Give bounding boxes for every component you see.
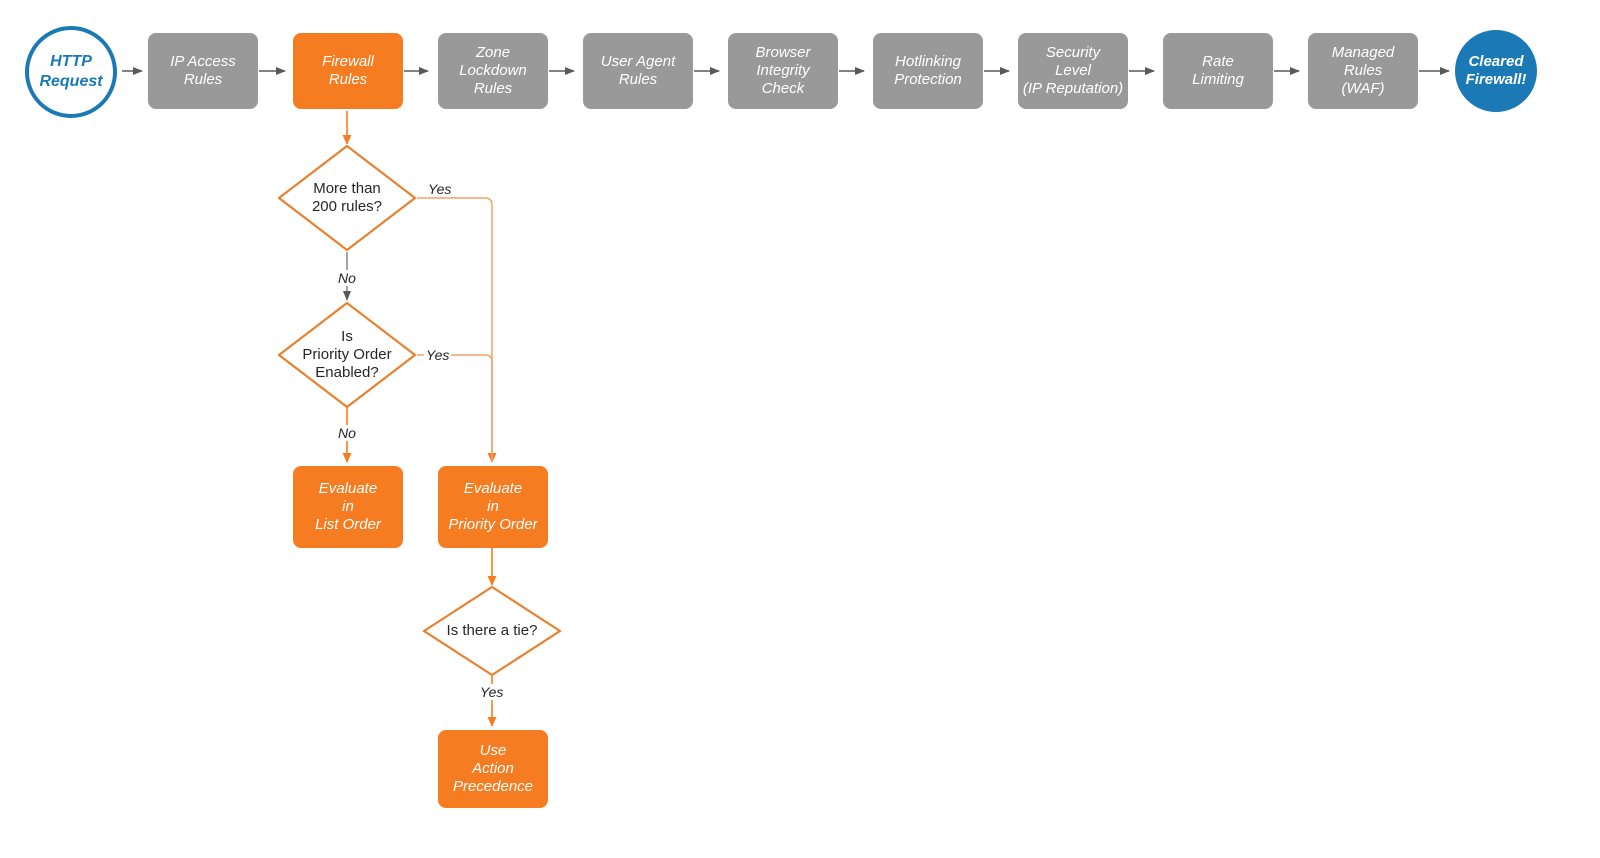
edge-label-no-1: No xyxy=(336,270,358,286)
stage-rate-limiting[interactable]: Rate Limiting xyxy=(1163,33,1273,109)
diamond-outline xyxy=(277,144,417,252)
start-node-http-request[interactable]: HTTP Request xyxy=(25,26,117,118)
edge-label-yes-1: Yes xyxy=(426,181,454,197)
diamond-outline xyxy=(422,585,562,677)
decision-label: Is there a tie? xyxy=(446,621,538,639)
diamond-outline xyxy=(277,301,417,409)
stage-label: User Agent Rules xyxy=(600,52,676,88)
decision-is-there-a-tie[interactable]: Is there a tie? xyxy=(422,585,562,677)
decision-more-than-200-rules[interactable]: More than 200 rules? xyxy=(277,144,417,252)
stage-ip-access-rules[interactable]: IP Access Rules xyxy=(148,33,258,109)
edge-label-yes-2: Yes xyxy=(424,347,452,363)
stage-label: Browser Integrity Check xyxy=(755,43,811,98)
stage-managed-rules-waf[interactable]: Managed Rules (WAF) xyxy=(1308,33,1418,109)
edge-label-no-2: No xyxy=(336,425,358,441)
stage-label: Managed Rules (WAF) xyxy=(1331,43,1395,98)
stage-label: Security Level (IP Reputation) xyxy=(1022,43,1124,98)
stage-label: IP Access Rules xyxy=(170,52,236,88)
outcome-evaluate-in-list-order[interactable]: Evaluate in List Order xyxy=(293,466,403,548)
stage-label: Rate Limiting xyxy=(1192,52,1244,88)
stage-browser-integrity-check[interactable]: Browser Integrity Check xyxy=(728,33,838,109)
stage-security-level-ip-reputation[interactable]: Security Level (IP Reputation) xyxy=(1018,33,1128,109)
stage-zone-lockdown-rules[interactable]: Zone Lockdown Rules xyxy=(438,33,548,109)
stage-label: Firewall Rules xyxy=(322,52,374,88)
stage-firewall-rules[interactable]: Firewall Rules xyxy=(293,33,403,109)
stage-hotlinking-protection[interactable]: Hotlinking Protection xyxy=(873,33,983,109)
decision-label: More than 200 rules? xyxy=(311,179,383,215)
edge-decision1-yes xyxy=(417,197,497,463)
end-node-cleared-firewall[interactable]: Cleared Firewall! xyxy=(1455,30,1537,112)
outcome-evaluate-in-priority-order[interactable]: Evaluate in Priority Order xyxy=(438,466,548,548)
stage-label: Hotlinking Protection xyxy=(894,52,962,88)
outcome-label: Evaluate in List Order xyxy=(315,479,381,534)
outcome-use-action-precedence[interactable]: Use Action Precedence xyxy=(438,730,548,808)
stage-label: Zone Lockdown Rules xyxy=(459,43,527,98)
start-node-label: HTTP Request xyxy=(39,53,103,90)
outcome-label: Use Action Precedence xyxy=(452,741,534,796)
edge-decision2-yes xyxy=(417,354,493,462)
outcome-label: Evaluate in Priority Order xyxy=(448,479,538,534)
decision-is-priority-order-enabled[interactable]: Is Priority Order Enabled? xyxy=(277,301,417,409)
edge-label-yes-3: Yes xyxy=(478,684,506,700)
stage-user-agent-rules[interactable]: User Agent Rules xyxy=(583,33,693,109)
decision-label: Is Priority Order Enabled? xyxy=(302,327,392,382)
end-node-label: Cleared Firewall! xyxy=(1465,52,1527,88)
